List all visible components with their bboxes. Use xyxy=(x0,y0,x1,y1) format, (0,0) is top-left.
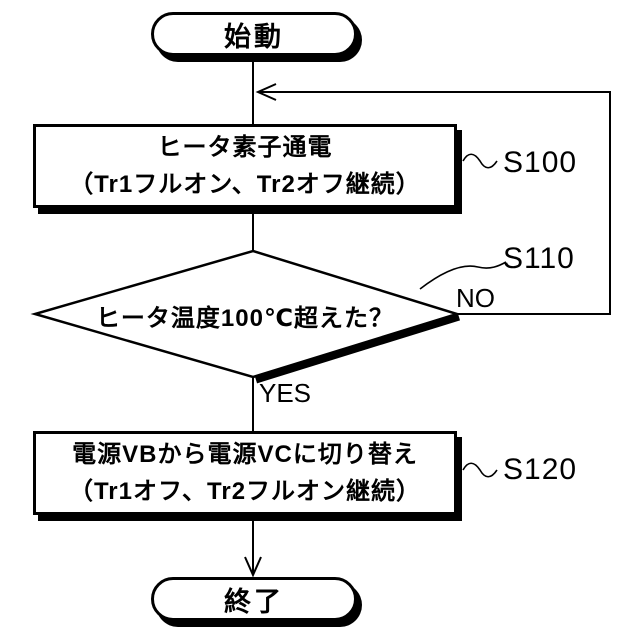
process-s100-line2: （Tr1フルオン、Tr2オフ継続） xyxy=(69,171,421,198)
arrowhead-to-end xyxy=(244,556,262,578)
end-terminal: 終了 xyxy=(151,577,357,621)
arrowhead-no-loop xyxy=(255,83,277,101)
s100-leader-line xyxy=(462,153,498,169)
decision-diamond-shadow-edge xyxy=(254,313,461,384)
decision-question: ヒータ温度100℃超えた？ xyxy=(95,305,395,332)
connector-no-loop xyxy=(258,91,611,315)
process-s120: 電源VBから電源VCに切り替え （Tr1オフ、Tr2フルオン継続） xyxy=(33,431,457,515)
process-s120-line1: 電源VBから電源VCに切り替え xyxy=(72,441,418,468)
end-label: 終了 xyxy=(224,586,284,617)
ref-label-s120: S120 xyxy=(503,453,578,486)
start-label: 始動 xyxy=(224,21,284,52)
branch-label-no: NO xyxy=(456,283,495,313)
s110-leader-line xyxy=(419,261,507,290)
start-terminal: 始動 xyxy=(151,12,357,56)
ref-label-s100: S100 xyxy=(503,146,578,179)
process-s100-line1: ヒータ素子通電 xyxy=(157,134,333,161)
process-s120-line2: （Tr1オフ、Tr2フルオン継続） xyxy=(68,478,422,505)
branch-label-yes: YES xyxy=(259,378,312,408)
process-s100: ヒータ素子通電 （Tr1フルオン、Tr2オフ継続） xyxy=(33,124,457,208)
ref-label-s110: S110 xyxy=(503,242,575,275)
s120-leader-line xyxy=(462,462,498,478)
